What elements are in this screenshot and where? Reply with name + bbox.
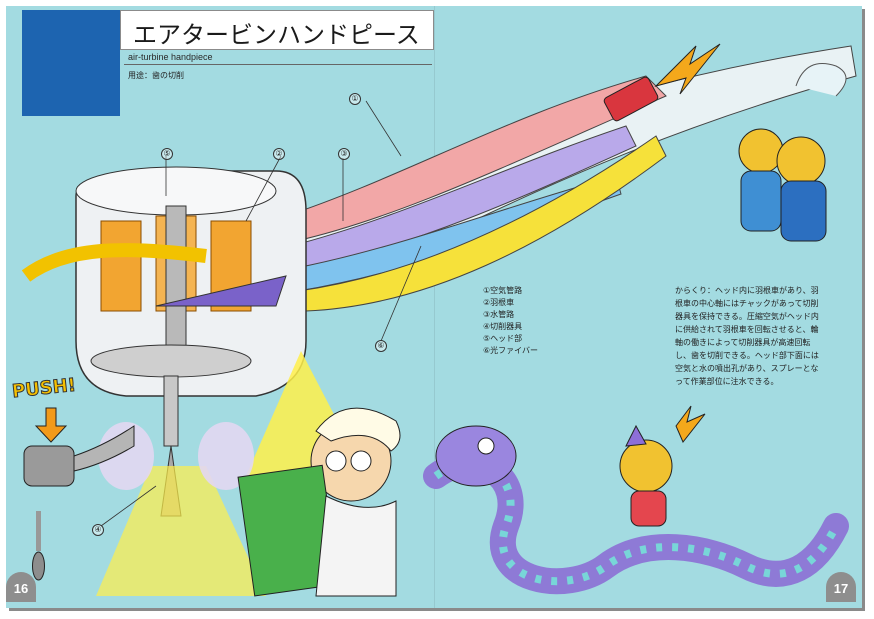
handpiece-illustration (21, 10, 857, 597)
push-handpiece (23, 407, 135, 487)
page-number-right: 17 (826, 572, 856, 602)
parts-list-item: ②羽根車 (483, 298, 515, 307)
parts-list-item: ①空気管路 (483, 286, 523, 295)
blue-characters (738, 63, 847, 242)
page-number-left: 16 (6, 572, 36, 602)
callout-1: ① (349, 93, 361, 105)
parts-list-item: ⑤ヘッド部 (483, 334, 523, 343)
page-gutter (434, 6, 435, 608)
page-title: エアタービンハンドピース (133, 21, 420, 49)
parts-list-item: ③水管路 (483, 310, 515, 319)
book-spread: エアタービンハンドピース air-turbine handpiece 用途：歯の… (6, 6, 862, 608)
parts-list-item: ⑥光ファイバー (483, 346, 539, 355)
header-icon-box (22, 10, 120, 116)
professor-character (237, 407, 401, 597)
title-divider (124, 64, 432, 65)
callout-6: ⑥ (375, 340, 387, 352)
usage-line: 用途：歯の切削 (128, 71, 184, 80)
callout-4: ④ (92, 524, 104, 536)
parts-list-item: ④切削器具 (483, 322, 523, 331)
page-subtitle-en: air-turbine handpiece (128, 52, 213, 62)
bird-character (619, 405, 706, 527)
callout-3: ③ (338, 148, 350, 160)
callout-2: ② (273, 148, 285, 160)
parts-list: ①空気管路 ②羽根車 ③水管路 ④切削器具 ⑤ヘッド部 ⑥光ファイバー (483, 285, 538, 357)
mechanism-explanation: からくり：ヘッド内に羽根車があり、羽根車の中心軸にはチャックがあって切削器具を保… (675, 286, 819, 386)
title-bar: エアタービンハンドピース (120, 10, 434, 50)
small-bur (32, 511, 45, 581)
callout-5: ⑤ (161, 148, 173, 160)
